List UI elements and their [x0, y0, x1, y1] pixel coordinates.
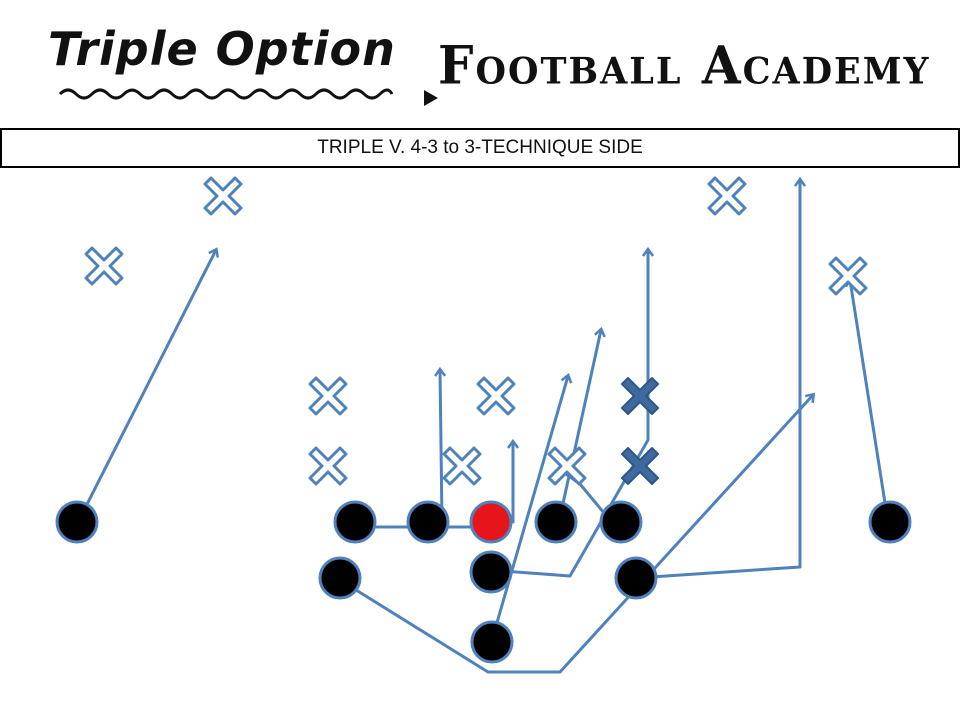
defender-tackle-left: [442, 446, 482, 486]
defender-safety-left: [84, 246, 124, 286]
route-left-receiver: [76, 247, 219, 524]
play-title: TRIPLE V. 4-3 to 3-TECHNIQUE SIDE: [317, 137, 643, 158]
defender-linebacker-left: [308, 376, 348, 416]
route-right-receiver: [844, 276, 890, 524]
route-pitch-back: [338, 392, 816, 674]
route-left-guard: [434, 366, 447, 524]
defender-end-right-read: [621, 447, 659, 485]
logo-swoosh: [58, 88, 438, 106]
offense-center: [469, 500, 513, 544]
logo-triple-option: Triple Option: [48, 22, 396, 76]
defender-linebacker-right-read: [621, 377, 659, 415]
defender-cornerback-left: [203, 176, 243, 216]
offense-left-wing: [318, 556, 362, 600]
offense-quarterback: [469, 550, 513, 594]
route-right-wing: [634, 176, 807, 580]
offense-split-end-right: [868, 500, 912, 544]
offense-fullback: [470, 620, 514, 664]
offense-right-guard: [534, 500, 578, 544]
play-title-bar: TRIPLE V. 4-3 to 3-TECHNIQUE SIDE: [0, 128, 960, 168]
defender-3-technique: [547, 446, 587, 486]
offense-left-guard: [406, 500, 450, 544]
offense-split-end-left: [55, 500, 99, 544]
offense-right-wing: [614, 556, 658, 600]
logo-football-academy: Football Academy: [438, 34, 931, 96]
defender-linebacker-middle: [476, 376, 516, 416]
defender-safety-right: [828, 256, 868, 296]
defender-end-left: [308, 446, 348, 486]
offense-right-tackle: [599, 500, 643, 544]
defender-cornerback-right: [707, 176, 747, 216]
offense-left-tackle: [333, 500, 377, 544]
route-fullback: [490, 372, 573, 642]
academy-header: Triple Option Football Academy: [0, 0, 960, 126]
